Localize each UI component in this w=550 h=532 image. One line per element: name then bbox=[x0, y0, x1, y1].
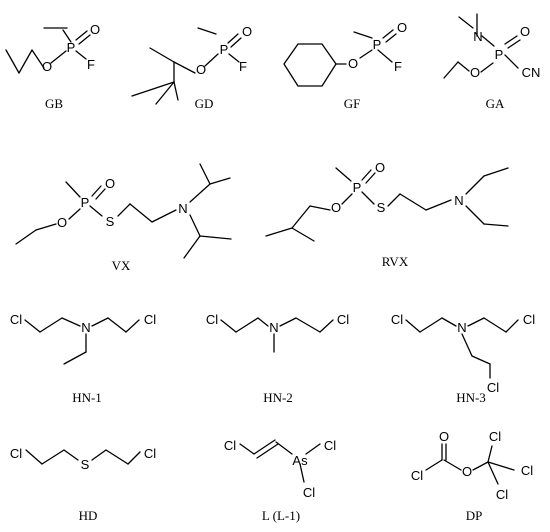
caption-gf: GF bbox=[344, 96, 361, 111]
molecule-hn3: Cl N Cl Cl HN-3 bbox=[391, 312, 535, 405]
atom-oxygen: O bbox=[90, 22, 100, 37]
atom-oxygen: O bbox=[42, 59, 52, 74]
molecule-gb: O P O F GB bbox=[5, 22, 100, 111]
atom-oxygen: O bbox=[397, 20, 407, 35]
atom-oxygen: O bbox=[196, 62, 206, 77]
atom-oxygen: O bbox=[439, 429, 449, 444]
atom-oxygen: O bbox=[348, 56, 358, 71]
molecule-gd: O P O F GD bbox=[131, 24, 252, 111]
caption-vx: VX bbox=[112, 258, 131, 273]
atom-chlorine: Cl bbox=[144, 446, 156, 461]
atom-nitrogen: N bbox=[269, 320, 278, 335]
atom-chlorine: Cl bbox=[391, 312, 403, 327]
atom-chlorine: Cl bbox=[324, 438, 336, 453]
atom-sulfur: S bbox=[106, 214, 115, 229]
caption-gd: GD bbox=[195, 96, 214, 111]
caption-hd: HD bbox=[79, 508, 98, 523]
atom-nitrogen: N bbox=[178, 201, 187, 216]
atom-chlorine: Cl bbox=[523, 312, 535, 327]
atom-chlorine: Cl bbox=[224, 438, 236, 453]
atom-chlorine: Cl bbox=[10, 312, 22, 327]
atom-sulfur: S bbox=[377, 200, 386, 215]
molecule-dp: Cl O O Cl Cl Cl DP bbox=[411, 429, 533, 523]
atom-chlorine: Cl bbox=[144, 312, 156, 327]
atom-fluorine: F bbox=[239, 59, 247, 74]
atom-phosphorus: P bbox=[373, 37, 382, 52]
atom-phosphorus: P bbox=[495, 47, 504, 62]
atom-chlorine: Cl bbox=[303, 485, 315, 500]
atom-chlorine: Cl bbox=[487, 380, 499, 395]
molecule-gf: O P O F GF bbox=[283, 20, 407, 111]
molecule-rvx: O P O S N RVX bbox=[265, 160, 509, 269]
atom-nitrogen: N bbox=[454, 193, 463, 208]
molecule-hn2: Cl N Cl HN-2 bbox=[206, 312, 349, 405]
atom-fluorine: F bbox=[87, 57, 95, 72]
atom-oxygen: O bbox=[462, 464, 472, 479]
caption-lewisite: L (L-1) bbox=[262, 508, 300, 523]
atom-phosphorus: P bbox=[67, 40, 76, 55]
atom-oxygen: O bbox=[470, 65, 480, 80]
atom-chlorine: Cl bbox=[411, 468, 423, 483]
molecule-hd: Cl S Cl HD bbox=[10, 446, 156, 523]
caption-rvx: RVX bbox=[382, 254, 409, 269]
atom-chlorine: Cl bbox=[337, 312, 349, 327]
atom-oxygen: O bbox=[105, 176, 115, 191]
atom-nitrogen: N bbox=[81, 320, 90, 335]
atom-oxygen: O bbox=[242, 24, 252, 39]
atom-chlorine: Cl bbox=[496, 487, 508, 502]
atom-fluorine: F bbox=[394, 59, 402, 74]
atom-sulfur: S bbox=[81, 457, 90, 472]
atom-chlorine: Cl bbox=[206, 312, 218, 327]
atom-chlorine: Cl bbox=[489, 429, 501, 444]
molecule-lewisite: Cl As Cl Cl L (L-1) bbox=[224, 438, 336, 523]
atom-cyano-group: CN bbox=[522, 65, 541, 80]
atom-phosphorus: P bbox=[353, 180, 362, 195]
atom-nitrogen: N bbox=[473, 29, 482, 44]
atom-chlorine: Cl bbox=[521, 463, 533, 478]
atom-oxygen: O bbox=[520, 24, 530, 39]
caption-ga: GA bbox=[486, 96, 505, 111]
atom-oxygen: O bbox=[375, 160, 385, 175]
atom-oxygen: O bbox=[57, 215, 67, 230]
atom-chlorine: Cl bbox=[10, 446, 22, 461]
caption-gb: GB bbox=[45, 96, 63, 111]
molecule-ga: N P O O CN GA bbox=[443, 13, 541, 111]
molecule-vx: O P O S N VX bbox=[15, 163, 232, 273]
atom-nitrogen: N bbox=[457, 320, 466, 335]
atom-oxygen: O bbox=[331, 200, 341, 215]
caption-dp: DP bbox=[466, 508, 483, 523]
atom-phosphorus: P bbox=[81, 195, 90, 210]
molecule-hn1: Cl N Cl HN-1 bbox=[10, 312, 156, 405]
caption-hn3: HN-3 bbox=[456, 390, 486, 405]
atom-phosphorus: P bbox=[220, 42, 229, 57]
caption-hn1: HN-1 bbox=[72, 390, 102, 405]
atom-arsenic: As bbox=[292, 453, 308, 468]
caption-hn2: HN-2 bbox=[263, 390, 293, 405]
